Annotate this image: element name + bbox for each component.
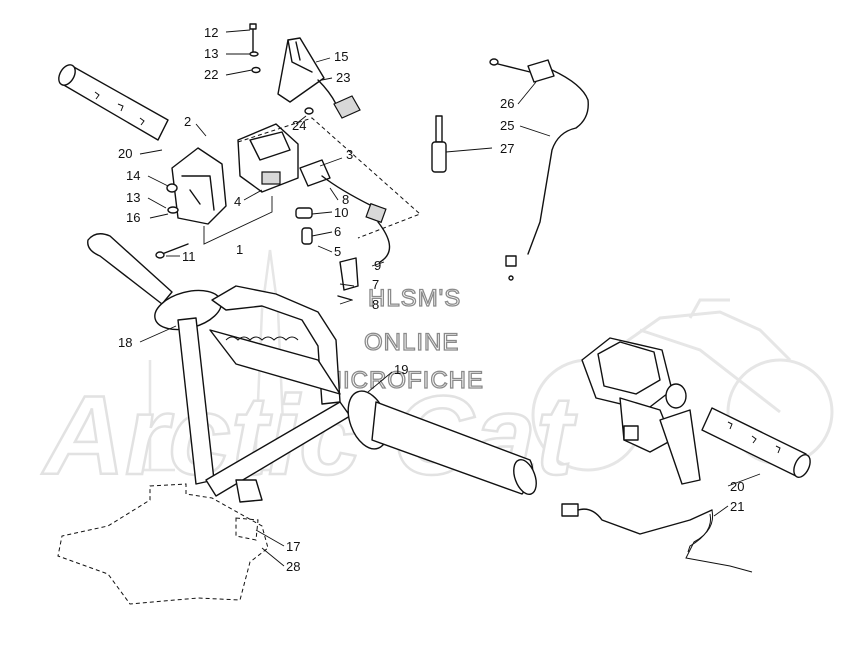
callout-20-right: 20 xyxy=(730,479,744,494)
callout-14: 14 xyxy=(126,168,140,183)
callout-8: 8 xyxy=(342,192,349,207)
callout-15: 15 xyxy=(334,49,348,64)
watermark-line-3: MICROFICHE xyxy=(322,367,484,394)
brake-master-cylinder xyxy=(581,337,701,485)
callout-16: 16 xyxy=(126,210,140,225)
callout-2: 2 xyxy=(184,114,191,129)
callout-27: 27 xyxy=(500,141,514,156)
callout-4: 4 xyxy=(234,194,241,209)
callout-25: 25 xyxy=(500,118,514,133)
callout-5: 5 xyxy=(334,244,341,259)
callout-28: 28 xyxy=(286,559,300,574)
callout-6: 6 xyxy=(334,224,341,239)
callout-20: 20 xyxy=(118,146,132,161)
switch-assembly xyxy=(237,117,421,301)
watermark-line-2: ONLINE xyxy=(364,329,459,356)
thumb-switch xyxy=(304,79,361,119)
callout-18: 18 xyxy=(118,335,132,350)
callout-12: 12 xyxy=(204,25,218,40)
callout-labels: 12 13 22 15 23 2 24 20 14 3 13 4 8 16 10… xyxy=(118,25,744,574)
callout-13-lower: 13 xyxy=(126,190,140,205)
callout-13: 13 xyxy=(204,46,218,61)
callout-19: 19 xyxy=(394,362,408,377)
throttle-cable xyxy=(431,58,589,281)
handlebar-pad xyxy=(57,483,269,605)
throttle-housing xyxy=(166,123,299,225)
assembly-bracket-1 xyxy=(203,196,273,245)
callout-23: 23 xyxy=(336,70,350,85)
callout-8-lower: 8 xyxy=(372,297,379,312)
handlebar xyxy=(87,233,537,503)
mounting-bracket xyxy=(249,23,325,103)
callout-3: 3 xyxy=(346,147,353,162)
callout-22: 22 xyxy=(204,67,218,82)
callout-10: 10 xyxy=(334,205,348,220)
callout-1: 1 xyxy=(236,242,243,257)
callout-11: 11 xyxy=(182,249,196,264)
watermark-line-1: HLSM'S xyxy=(368,285,461,312)
screw-11 xyxy=(155,243,189,259)
callout-7: 7 xyxy=(372,277,379,292)
heater-wire xyxy=(561,503,753,573)
leader-lines xyxy=(139,29,761,567)
callout-9: 9 xyxy=(374,258,381,273)
callout-17: 17 xyxy=(286,539,300,554)
callout-24: 24 xyxy=(292,118,306,133)
left-hand-grip xyxy=(58,64,169,141)
callout-21: 21 xyxy=(730,499,744,514)
right-hand-grip xyxy=(701,407,811,478)
callout-26: 26 xyxy=(500,96,514,111)
